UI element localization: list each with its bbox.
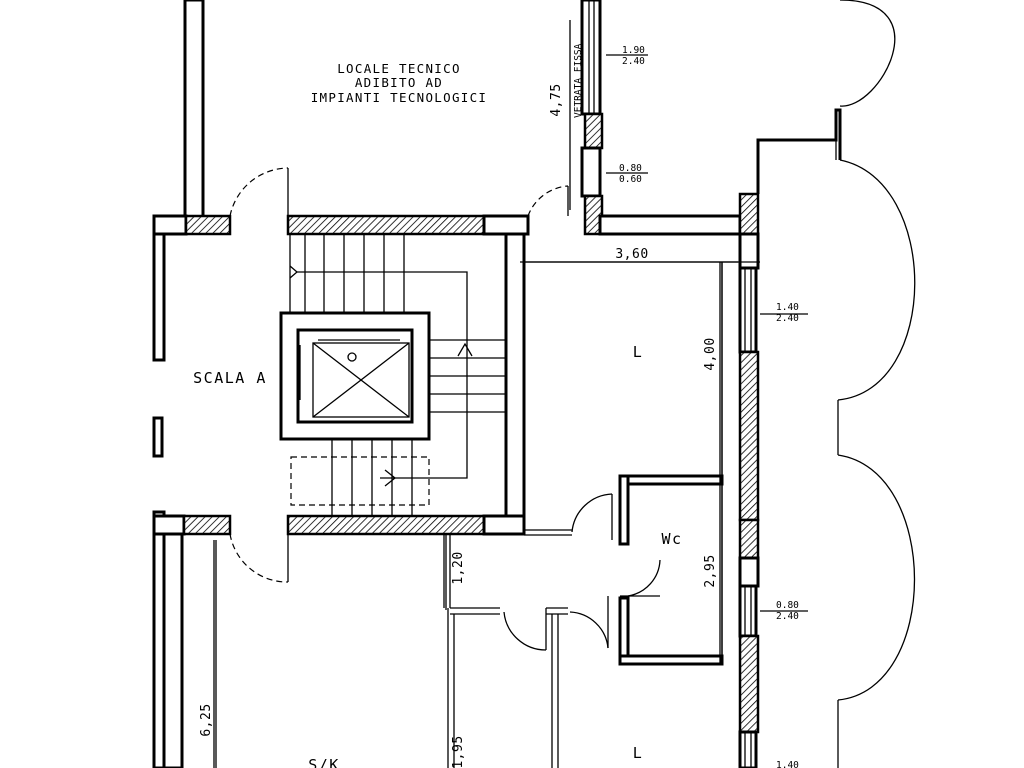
balcony (756, 0, 916, 768)
opening-1-bottom: 2.40 (622, 56, 645, 67)
room-label-living-bottom: L (633, 744, 644, 762)
opening-3-top: 1.40 (776, 302, 799, 313)
dim-label-360: 3,60 (615, 247, 648, 262)
room-label-wc: Wc (661, 530, 682, 548)
dim-label-195: 1,95 (451, 735, 466, 768)
opening-2-top: 0.80 (619, 163, 642, 174)
wall-right-exterior (738, 232, 760, 768)
dim-label-120: 1,20 (451, 551, 466, 584)
wall-stair-bottom (152, 514, 526, 536)
opening-4-top: 0.80 (776, 600, 799, 611)
stair-steps (289, 234, 506, 516)
opening-3-bottom: 2.40 (776, 313, 799, 324)
technical-room-walls (527, 0, 760, 236)
dim-label-475: 4,75 (549, 83, 564, 116)
room-label-sk: S/K (308, 756, 340, 768)
dim-label-295: 2,95 (703, 554, 718, 587)
door-swings-left (229, 167, 289, 583)
opening-4-bottom: 2.40 (776, 611, 799, 622)
opening-2-bottom: 0.60 (619, 174, 642, 185)
room-label-stair: SCALA A (193, 369, 267, 387)
dim-label-625: 6,25 (199, 703, 214, 736)
technical-room-note: LOCALE TECNICO ADIBITO AD IMPIANTI TECNO… (311, 61, 488, 105)
vetrata-label: VETRATA FISSA (573, 43, 584, 118)
note-line-1: LOCALE TECNICO (337, 61, 461, 76)
opening-1-top: 1.90 (622, 45, 645, 56)
dim-label-400: 4,00 (703, 337, 718, 370)
opening-labels: 1.90 2.40 0.80 0.60 1.40 2.40 0.80 2.40 … (619, 45, 799, 768)
opening-5-top: 1.40 (776, 760, 799, 768)
wall-stair-top (152, 214, 530, 236)
wall-stair-right (504, 232, 526, 518)
wall-left-exterior (152, 216, 184, 768)
room-label-living-top: L (633, 343, 644, 361)
note-line-3: IMPIANTI TECNOLOGICI (311, 90, 488, 105)
elevator-shaft (279, 311, 431, 441)
dimension-lines (445, 20, 808, 664)
note-line-2: ADIBITO AD (355, 75, 443, 90)
wall-left-upper (183, 0, 205, 220)
